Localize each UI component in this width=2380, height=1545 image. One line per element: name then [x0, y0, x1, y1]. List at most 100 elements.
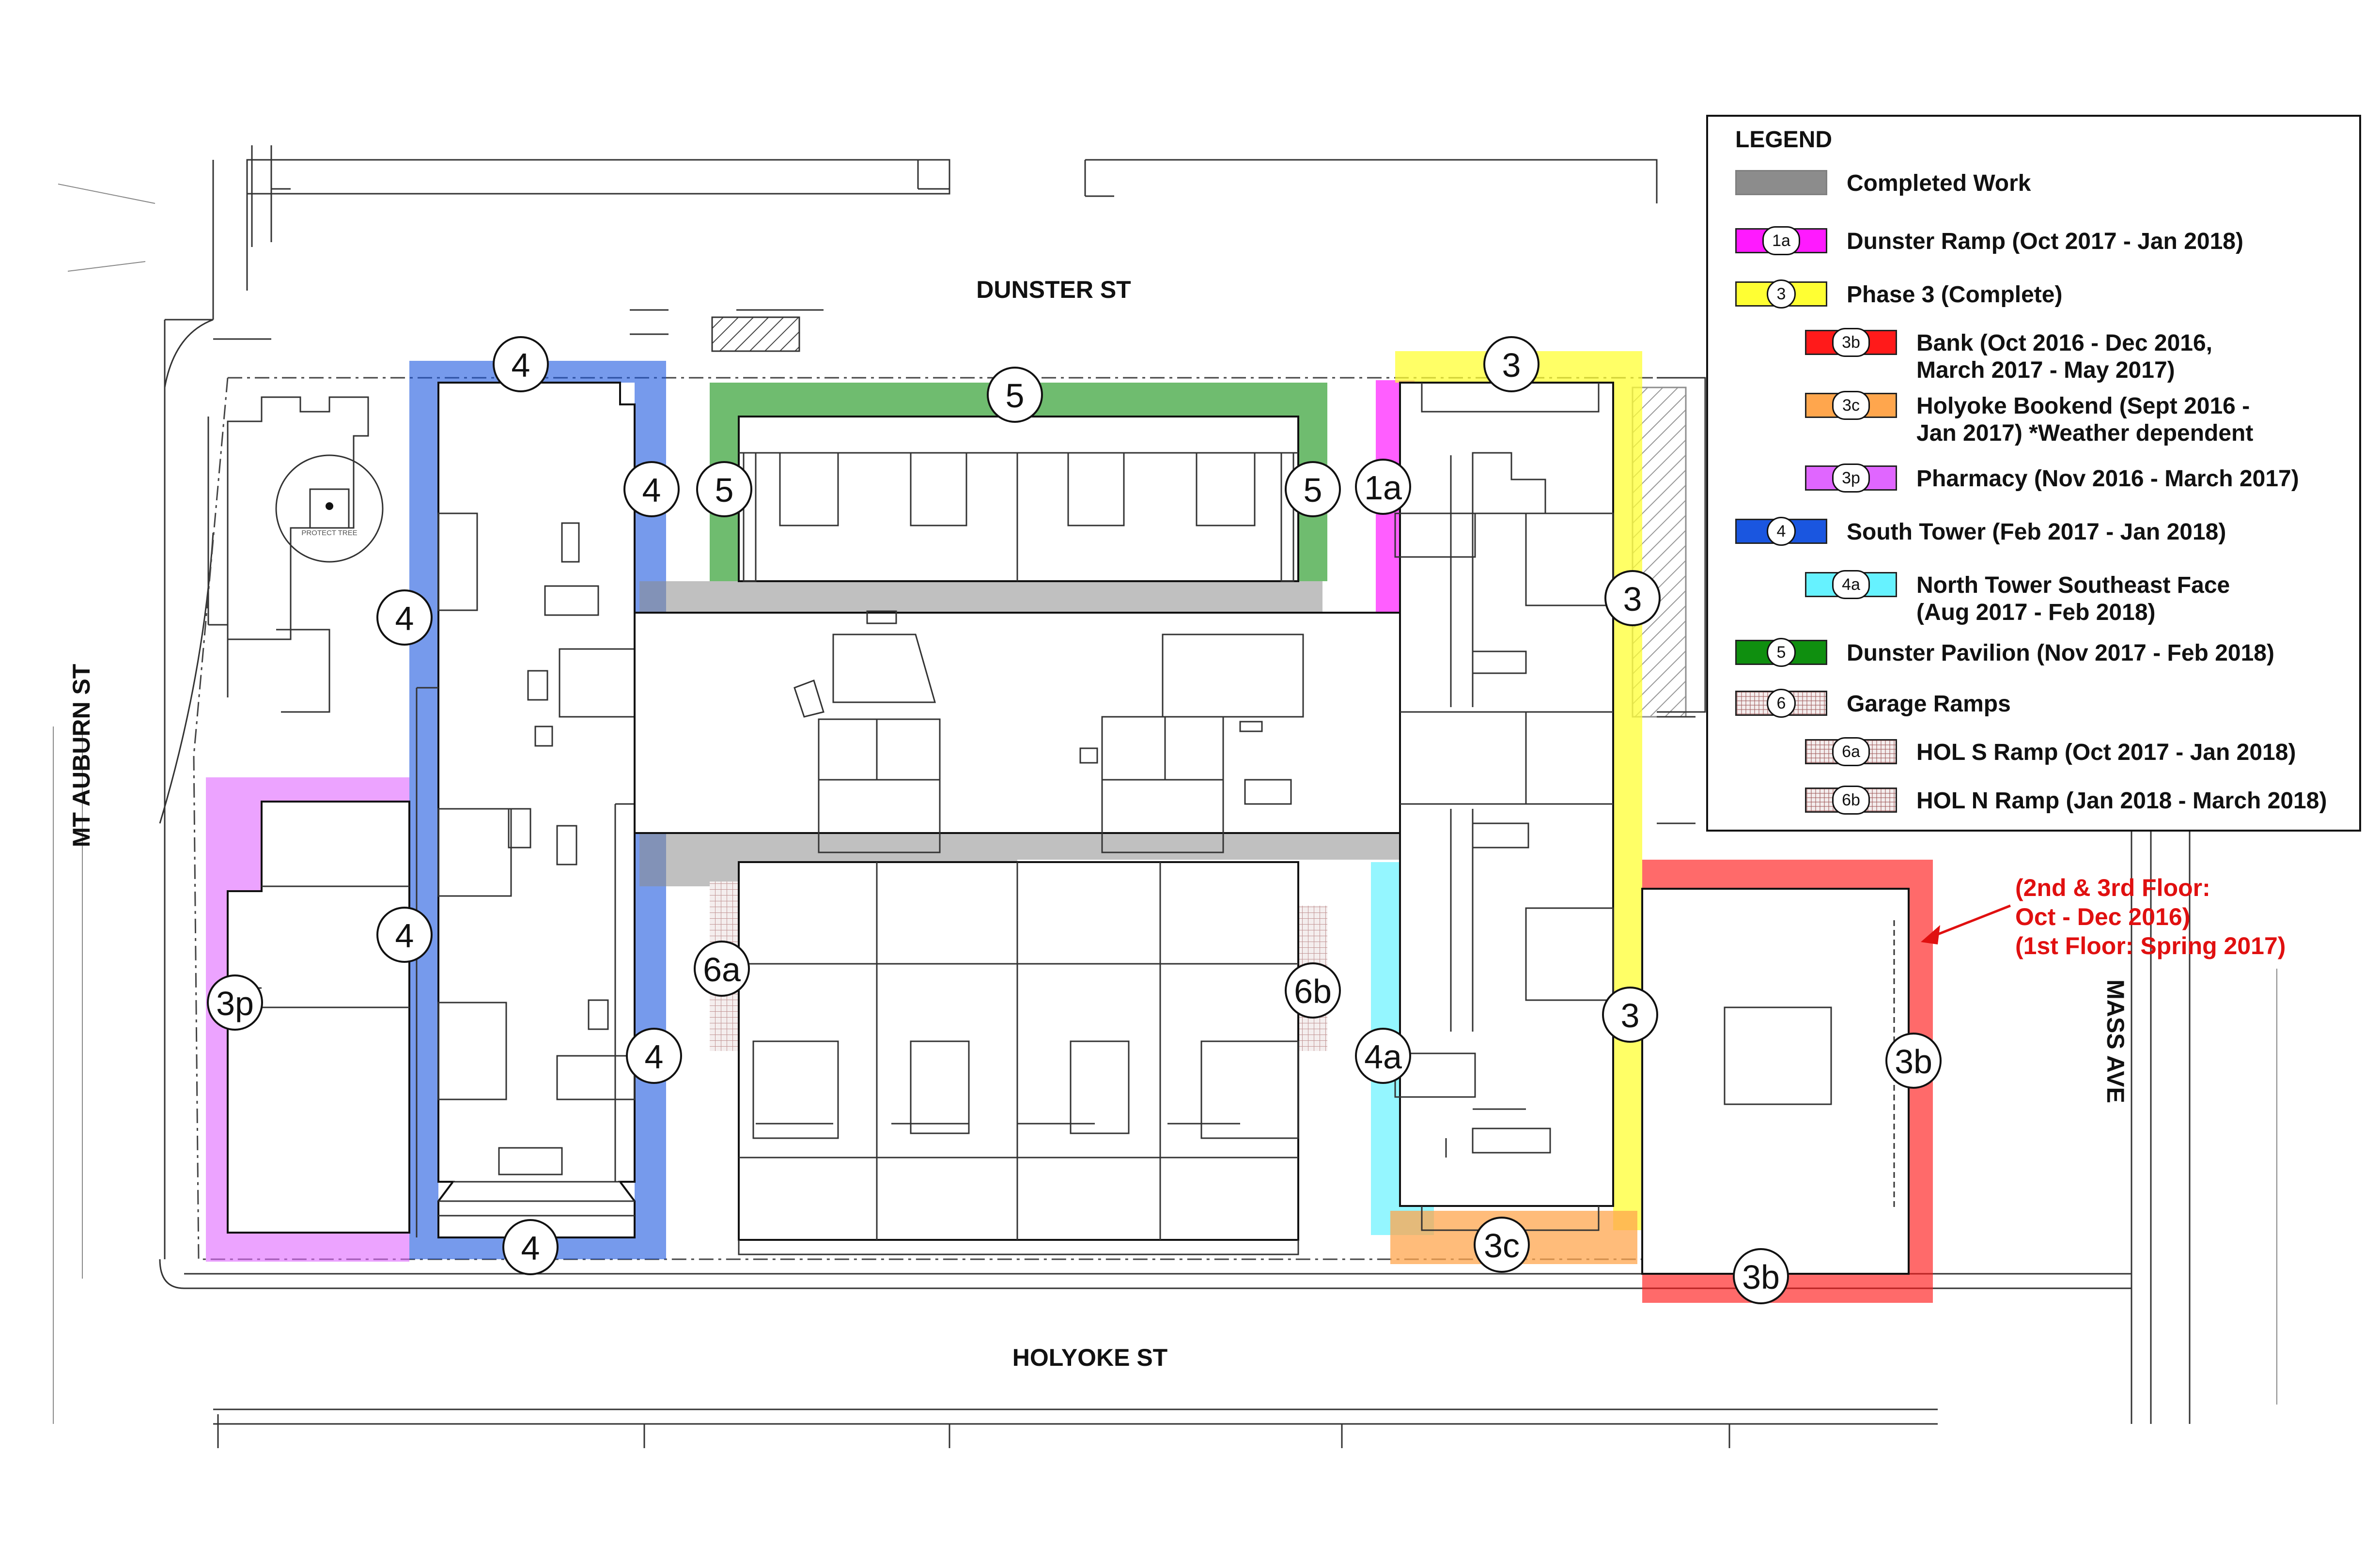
zone-marker-text: 6a — [703, 951, 741, 989]
legend-swatch: 5 — [1735, 638, 1827, 667]
central-link — [634, 612, 1401, 834]
south-tower-footprint — [437, 382, 636, 1238]
zone-marker-z4-right-lower: 4 — [626, 1028, 682, 1084]
hatched-curb-strip — [711, 316, 800, 352]
legend-swatch — [1735, 170, 1827, 195]
completed-work-north — [639, 581, 1322, 613]
zone-marker-text: 4 — [521, 1229, 540, 1267]
zone-marker-z5-top: 5 — [987, 367, 1043, 423]
zone-marker-text: 4 — [395, 600, 414, 637]
dunster-pavilion-footprint — [738, 416, 1299, 582]
legend-item: 4a North Tower Southeast Face (Aug 2017 -… — [1805, 570, 2230, 626]
north-tower-footprint — [1399, 382, 1614, 1207]
legend-item: 5 Dunster Pavilion (Nov 2017 - Feb 2018) — [1735, 638, 2274, 667]
legend-item: 3c Holyoke Bookend (Sept 2016 - Jan 2017)… — [1805, 391, 2254, 447]
zone-marker-text: 5 — [715, 471, 734, 509]
zone-marker-z3-top: 3 — [1483, 336, 1540, 392]
pharmacy-footprint — [227, 801, 410, 1234]
zone-marker-text: 3c — [1484, 1227, 1520, 1265]
legend-label: Garage Ramps — [1847, 691, 2011, 717]
buildings — [207, 159, 1910, 1448]
zone-marker-text: 4a — [1364, 1038, 1402, 1076]
zone-marker-z1a: 1a — [1355, 459, 1411, 515]
zone-marker-text: 4 — [645, 1038, 664, 1076]
bank-schedule-note: (2nd & 3rd Floor: Oct - Dec 2016) (1st F… — [1921, 874, 2286, 959]
legend-badge: 3p — [1832, 464, 1870, 493]
legend-swatch: 4 — [1735, 517, 1827, 546]
street-mass-ave: MASS AVE — [2102, 979, 2129, 1103]
zone-label-circles: 4 4 4 4 4 4 5 5 5 1a 3 3 3 3p 6a 6b 4a 3c 3b 3b — [207, 336, 1942, 1304]
legend-swatch: 3b — [1805, 328, 1897, 357]
legend-label: South Tower (Feb 2017 - Jan 2018) — [1847, 519, 2226, 545]
zone-dunster-pavilion — [710, 383, 1327, 581]
zone-marker-text: 4 — [395, 917, 414, 955]
legend-swatch: 3 — [1735, 279, 1827, 309]
zone-marker-text: 3 — [1502, 346, 1521, 384]
zone-marker-z5-right: 5 — [1285, 461, 1341, 517]
legend-item: 4 South Tower (Feb 2017 - Jan 2018) — [1735, 517, 2226, 546]
bank-note-line-1: (2nd & 3rd Floor: — [2015, 874, 2210, 901]
zone-marker-z6b: 6b — [1285, 962, 1341, 1019]
bank-note-line-2: Oct - Dec 2016) — [2015, 903, 2190, 930]
legend-swatch: 4a — [1805, 570, 1897, 599]
zone-marker-text: 3b — [1895, 1043, 1932, 1081]
legend-label: Dunster Ramp (Oct 2017 - Jan 2018) — [1847, 229, 2243, 254]
legend-badge: 6a — [1832, 737, 1870, 766]
legend-label: HOL S Ramp (Oct 2017 - Jan 2018) — [1916, 740, 2296, 765]
legend-item: 3 Phase 3 (Complete) — [1735, 279, 2063, 309]
street-holyoke: HOLYOKE ST — [1012, 1344, 1167, 1371]
legend-badge: 6 — [1767, 689, 1796, 718]
zone-marker-z4-left-upper: 4 — [376, 589, 433, 646]
legend-label: HOL N Ramp (Jan 2018 - March 2018) — [1916, 788, 2327, 814]
legend-label: North Tower Southeast Face (Aug 2017 - F… — [1916, 572, 2230, 625]
legend-badge: 3c — [1832, 391, 1870, 420]
legend-label: Holyoke Bookend (Sept 2016 - Jan 2017) *… — [1916, 393, 2254, 446]
legend-item: 6b HOL N Ramp (Jan 2018 - March 2018) — [1805, 786, 2327, 815]
zone-marker-z5-left: 5 — [696, 461, 752, 517]
legend-item: 6 Garage Ramps — [1735, 689, 2011, 718]
legend-label: Pharmacy (Nov 2016 - March 2017) — [1916, 466, 2299, 492]
bank-note-line-3: (1st Floor: Spring 2017) — [2015, 932, 2286, 959]
zone-marker-text: 5 — [1304, 471, 1322, 509]
zone-marker-z3-right-lower: 3 — [1602, 987, 1658, 1043]
zone-marker-z4-left-lower: 4 — [376, 907, 433, 963]
zone-marker-text: 3 — [1621, 997, 1640, 1035]
legend-swatch: 6b — [1805, 786, 1897, 815]
zone-marker-z3b-right: 3b — [1885, 1033, 1942, 1089]
legend-badge: 4a — [1832, 570, 1870, 599]
completed-work-south-a — [639, 831, 1400, 860]
legend-label: Phase 3 (Complete) — [1847, 282, 2063, 308]
street-dunster: DUNSTER ST — [976, 276, 1131, 303]
legend-item: Completed Work — [1735, 170, 2031, 197]
legend-label: Dunster Pavilion (Nov 2017 - Feb 2018) — [1847, 640, 2274, 666]
legend-badge: 5 — [1767, 638, 1796, 667]
zone-marker-text: 6b — [1294, 973, 1332, 1010]
legend-badge: 6b — [1832, 786, 1870, 815]
zone-marker-text: 5 — [1006, 377, 1025, 415]
legend-badge: 1a — [1762, 226, 1800, 255]
legend-swatch: 6 — [1735, 689, 1827, 718]
zone-south-tower — [409, 361, 666, 1259]
zone-marker-text: 3 — [1623, 580, 1642, 618]
zone-marker-z6a: 6a — [694, 941, 750, 997]
zone-marker-text: 3p — [216, 985, 254, 1022]
zone-marker-z4-right-upper: 4 — [623, 461, 680, 517]
legend-swatch: 1a — [1735, 226, 1827, 255]
legend-item: 6a HOL S Ramp (Oct 2017 - Jan 2018) — [1805, 737, 2296, 766]
legend-swatch: 6a — [1805, 737, 1897, 766]
zone-marker-text: 4 — [512, 346, 530, 384]
protect-tree-label: PROTECT TREE — [301, 529, 357, 537]
street-mt-auburn: MT AUBURN ST — [68, 664, 95, 848]
zone-marker-z4-top: 4 — [493, 336, 549, 392]
legend-swatch: 3p — [1805, 464, 1897, 493]
zone-marker-text: 1a — [1364, 469, 1402, 507]
bank-footprint — [1641, 888, 1910, 1275]
zone-marker-z3c: 3c — [1474, 1217, 1530, 1273]
zone-marker-text: 3b — [1742, 1258, 1780, 1296]
zone-marker-text: 4 — [642, 471, 661, 509]
legend-swatch: 3c — [1805, 391, 1897, 420]
legend-label: Completed Work — [1847, 170, 2031, 196]
